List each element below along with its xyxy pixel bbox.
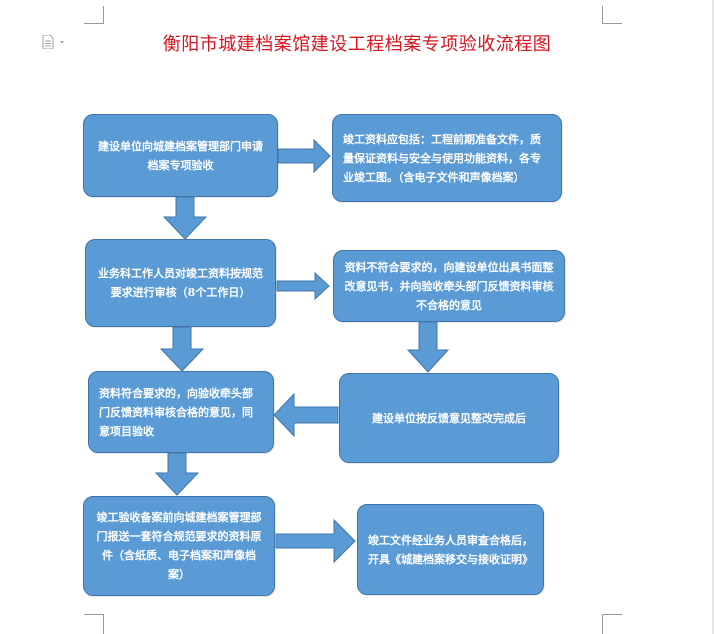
flow-box-submit-text: 竣工验收备案前向城建档案管理部门报送一套符合规范要求的资料原件（含纸质、电子档案… bbox=[96, 511, 262, 581]
arrow-down-pass-to-submit bbox=[154, 452, 200, 496]
crop-mark-top-left-v bbox=[103, 6, 104, 24]
flow-box-pass-text: 资料符合要求的，向验收牵头部门反馈资料审核合格的意见，同意项目验收 bbox=[99, 386, 253, 438]
flow-box-certificate: 竣工文件经业务人员审查合格后，开具《城建档案移交与接收证明》 bbox=[357, 504, 544, 595]
crop-mark-bottom-right-h bbox=[602, 614, 622, 615]
page-title: 衡阳市城建档案馆建设工程档案专项验收流程图 bbox=[162, 34, 552, 55]
arrow-right-review-to-fail bbox=[276, 271, 330, 301]
flow-box-submit: 竣工验收备案前向城建档案管理部门报送一套符合规范要求的资料原件（含纸质、电子档案… bbox=[83, 496, 275, 596]
flow-box-apply-text: 建设单位向城建档案管理部门申请档案专项验收 bbox=[98, 139, 263, 172]
flow-box-materials: 竣工资料应包括：工程前期准备文件，质量保证资料与安全与使用功能资料，各专业竣工图… bbox=[332, 114, 562, 202]
arrow-down-apply-to-review bbox=[162, 196, 208, 240]
flow-box-rectify: 建设单位按反馈意见整改完成后 bbox=[339, 373, 559, 463]
crop-mark-top-left-h bbox=[84, 23, 104, 24]
flow-box-review: 业务科工作人员对竣工资料按规范要求进行审核（8个工作日） bbox=[85, 239, 276, 327]
arrow-left-rectify-to-pass bbox=[273, 392, 339, 438]
flow-box-certificate-text: 竣工文件经业务人员审查合格后，开具《城建档案移交与接收证明》 bbox=[368, 533, 533, 566]
crop-mark-bottom-left-v bbox=[103, 614, 104, 634]
document-icon[interactable] bbox=[42, 35, 66, 49]
arrow-right-apply-to-materials bbox=[277, 138, 331, 174]
flow-box-fail: 资料不符合要求的，向建设单位出具书面整改意见书，并向验收牵头部门反馈资料审核不合… bbox=[333, 250, 565, 322]
flow-box-review-text: 业务科工作人员对竣工资料按规范要求进行审核（8个工作日） bbox=[98, 267, 263, 299]
flow-box-materials-text: 竣工资料应包括：工程前期准备文件，质量保证资料与安全与使用功能资料，各专业竣工图… bbox=[343, 132, 541, 184]
crop-mark-top-right-v bbox=[602, 6, 603, 24]
crop-mark-top-right-h bbox=[602, 23, 622, 24]
arrow-right-submit-to-certificate bbox=[275, 518, 356, 564]
flow-box-apply: 建设单位向城建档案管理部门申请档案专项验收 bbox=[83, 114, 278, 197]
arrow-down-fail-to-rectify bbox=[406, 321, 450, 373]
flow-box-pass: 资料符合要求的，向验收牵头部门反馈资料审核合格的意见，同意项目验收 bbox=[88, 371, 274, 453]
flow-box-rectify-text: 建设单位按反馈意见整改完成后 bbox=[372, 411, 526, 425]
crop-mark-bottom-left-h bbox=[84, 614, 104, 615]
flow-box-fail-text: 资料不符合要求的，向建设单位出具书面整改意见书，并向验收牵头部门反馈资料审核不合… bbox=[344, 260, 554, 312]
crop-mark-bottom-right-v bbox=[602, 614, 603, 634]
page-edge bbox=[712, 0, 714, 634]
arrow-down-review-to-pass bbox=[159, 326, 205, 372]
